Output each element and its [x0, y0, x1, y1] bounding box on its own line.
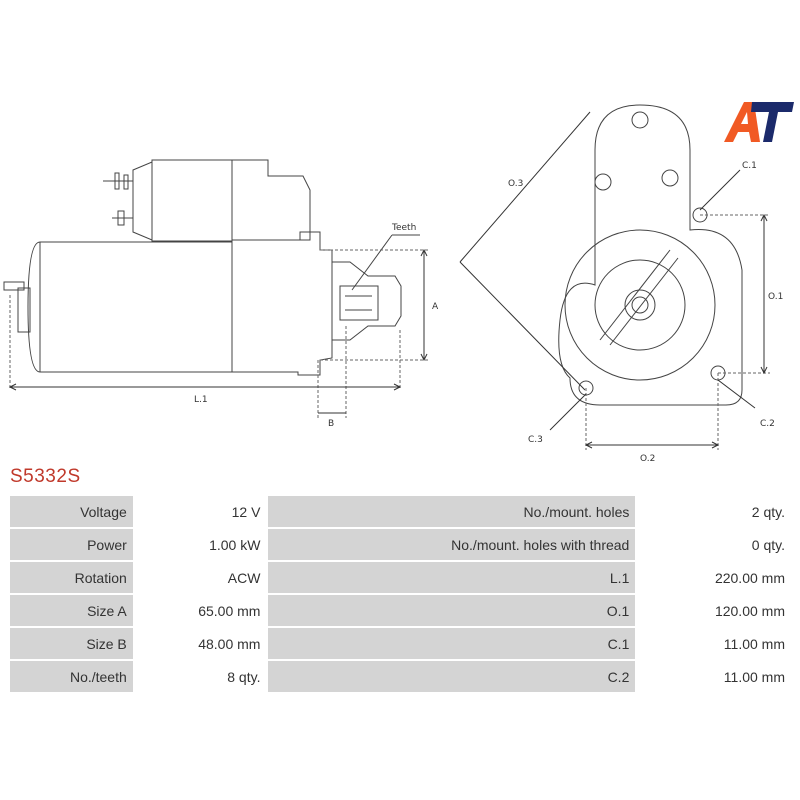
label-o1: O.1	[768, 292, 783, 302]
specs-row: Rotation ACW L.1 220.00 mm	[10, 562, 791, 593]
specs-row: Voltage 12 V No./mount. holes 2 qty.	[10, 496, 791, 527]
spec-label: Rotation	[10, 562, 133, 593]
specs-row: No./teeth 8 qty. C.2 11.00 mm	[10, 661, 791, 692]
spec-value: 11.00 mm	[637, 628, 791, 659]
label-o3: O.3	[508, 179, 523, 189]
technical-drawing: Teeth A L.1 B O.3 C.1 O.1 C.2 C.3 O.2	[0, 90, 800, 465]
spec-value: 120.00 mm	[637, 595, 791, 626]
specs-row: Power 1.00 kW No./mount. holes with thre…	[10, 529, 791, 560]
spec-value: 8 qty.	[134, 661, 267, 692]
spec-label: C.1	[268, 628, 636, 659]
spec-label: Size A	[10, 595, 133, 626]
side-view	[3, 159, 420, 376]
specs-row: Size B 48.00 mm C.1 11.00 mm	[10, 628, 791, 659]
label-b: B	[328, 419, 334, 429]
spec-label: Power	[10, 529, 133, 560]
spec-value: ACW	[134, 562, 267, 593]
spec-label: O.1	[268, 595, 636, 626]
spec-value: 220.00 mm	[637, 562, 791, 593]
spec-value: 11.00 mm	[637, 661, 791, 692]
spec-label: No./mount. holes	[268, 496, 636, 527]
spec-label: No./teeth	[10, 661, 133, 692]
brand-logo-svg	[724, 102, 794, 142]
label-teeth: Teeth	[391, 223, 416, 233]
label-c3: C.3	[528, 435, 543, 445]
label-o2: O.2	[640, 454, 655, 464]
front-view	[558, 104, 743, 406]
label-c1: C.1	[742, 161, 757, 171]
spec-label: No./mount. holes with thread	[268, 529, 636, 560]
starter-drawing-svg: Teeth A L.1 B O.3 C.1 O.1 C.2 C.3 O.2	[3, 104, 783, 464]
spec-value: 65.00 mm	[134, 595, 267, 626]
spec-label: Size B	[10, 628, 133, 659]
spec-label: C.2	[268, 661, 636, 692]
label-l1: L.1	[194, 395, 208, 405]
spec-value: 2 qty.	[637, 496, 791, 527]
brand-logo	[722, 100, 794, 144]
part-number: S5332S	[10, 466, 81, 487]
spec-value: 48.00 mm	[134, 628, 267, 659]
spec-value: 12 V	[134, 496, 267, 527]
specs-table: Voltage 12 V No./mount. holes 2 qty. Pow…	[8, 494, 793, 694]
label-c2: C.2	[760, 419, 775, 429]
spec-value: 0 qty.	[637, 529, 791, 560]
label-a: A	[432, 302, 439, 312]
specs-row: Size A 65.00 mm O.1 120.00 mm	[10, 595, 791, 626]
spec-value: 1.00 kW	[134, 529, 267, 560]
spec-label: Voltage	[10, 496, 133, 527]
spec-label: L.1	[268, 562, 636, 593]
